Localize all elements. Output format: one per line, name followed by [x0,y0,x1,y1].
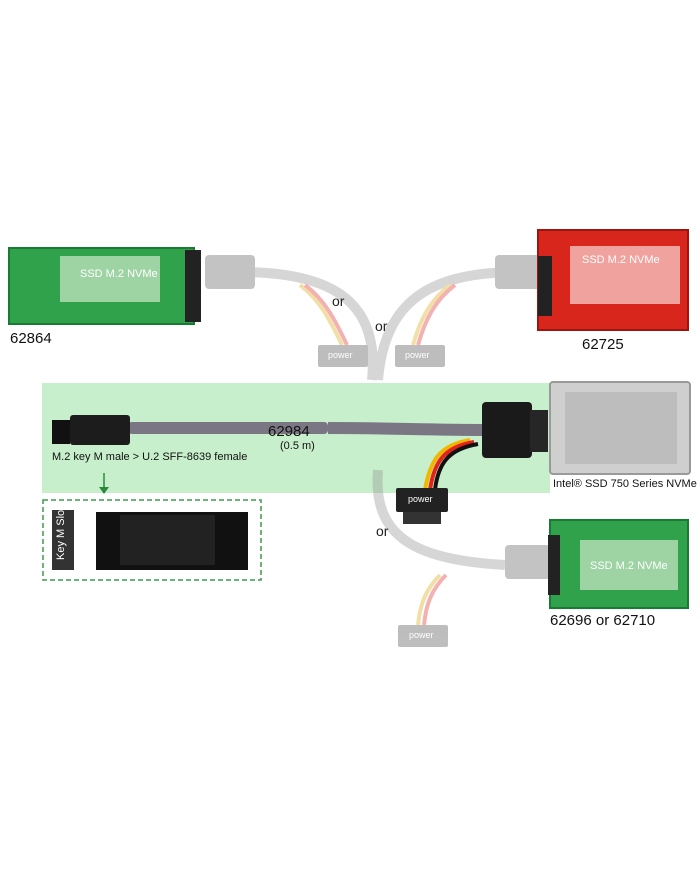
ssd-label-top-right: SSD M.2 NVMe [582,254,660,266]
board-62725 [537,229,689,331]
or-1: or [332,293,345,309]
board-62696 [548,519,689,609]
cable-description: M.2 key M male > U.2 SFF-8639 female [52,451,248,463]
cable-id: 62984 [268,423,310,440]
label-62696: 62696 or 62710 [550,612,656,629]
label-62725: 62725 [582,336,624,353]
drive-caption: Intel® SSD 750 Series NVMe [553,478,697,490]
ssd-label-bottom-right: SSD M.2 NVMe [590,560,668,572]
power-label-1: power [328,350,353,360]
power-label-3: power [409,630,434,640]
faded-cables [205,255,550,647]
or-2: or [375,318,388,334]
intel-ssd-drive [549,381,691,475]
board-62864 [8,247,201,325]
label-62864: 62864 [10,330,52,347]
or-3: or [376,523,389,539]
power-label-main: power [408,494,433,504]
power-label-2: power [405,350,430,360]
main-cable [52,402,548,524]
ssd-label-top-left: SSD M.2 NVMe [80,268,158,280]
cable-length: (0.5 m) [280,440,315,452]
key-m-slot: Key M Slot [55,506,67,560]
